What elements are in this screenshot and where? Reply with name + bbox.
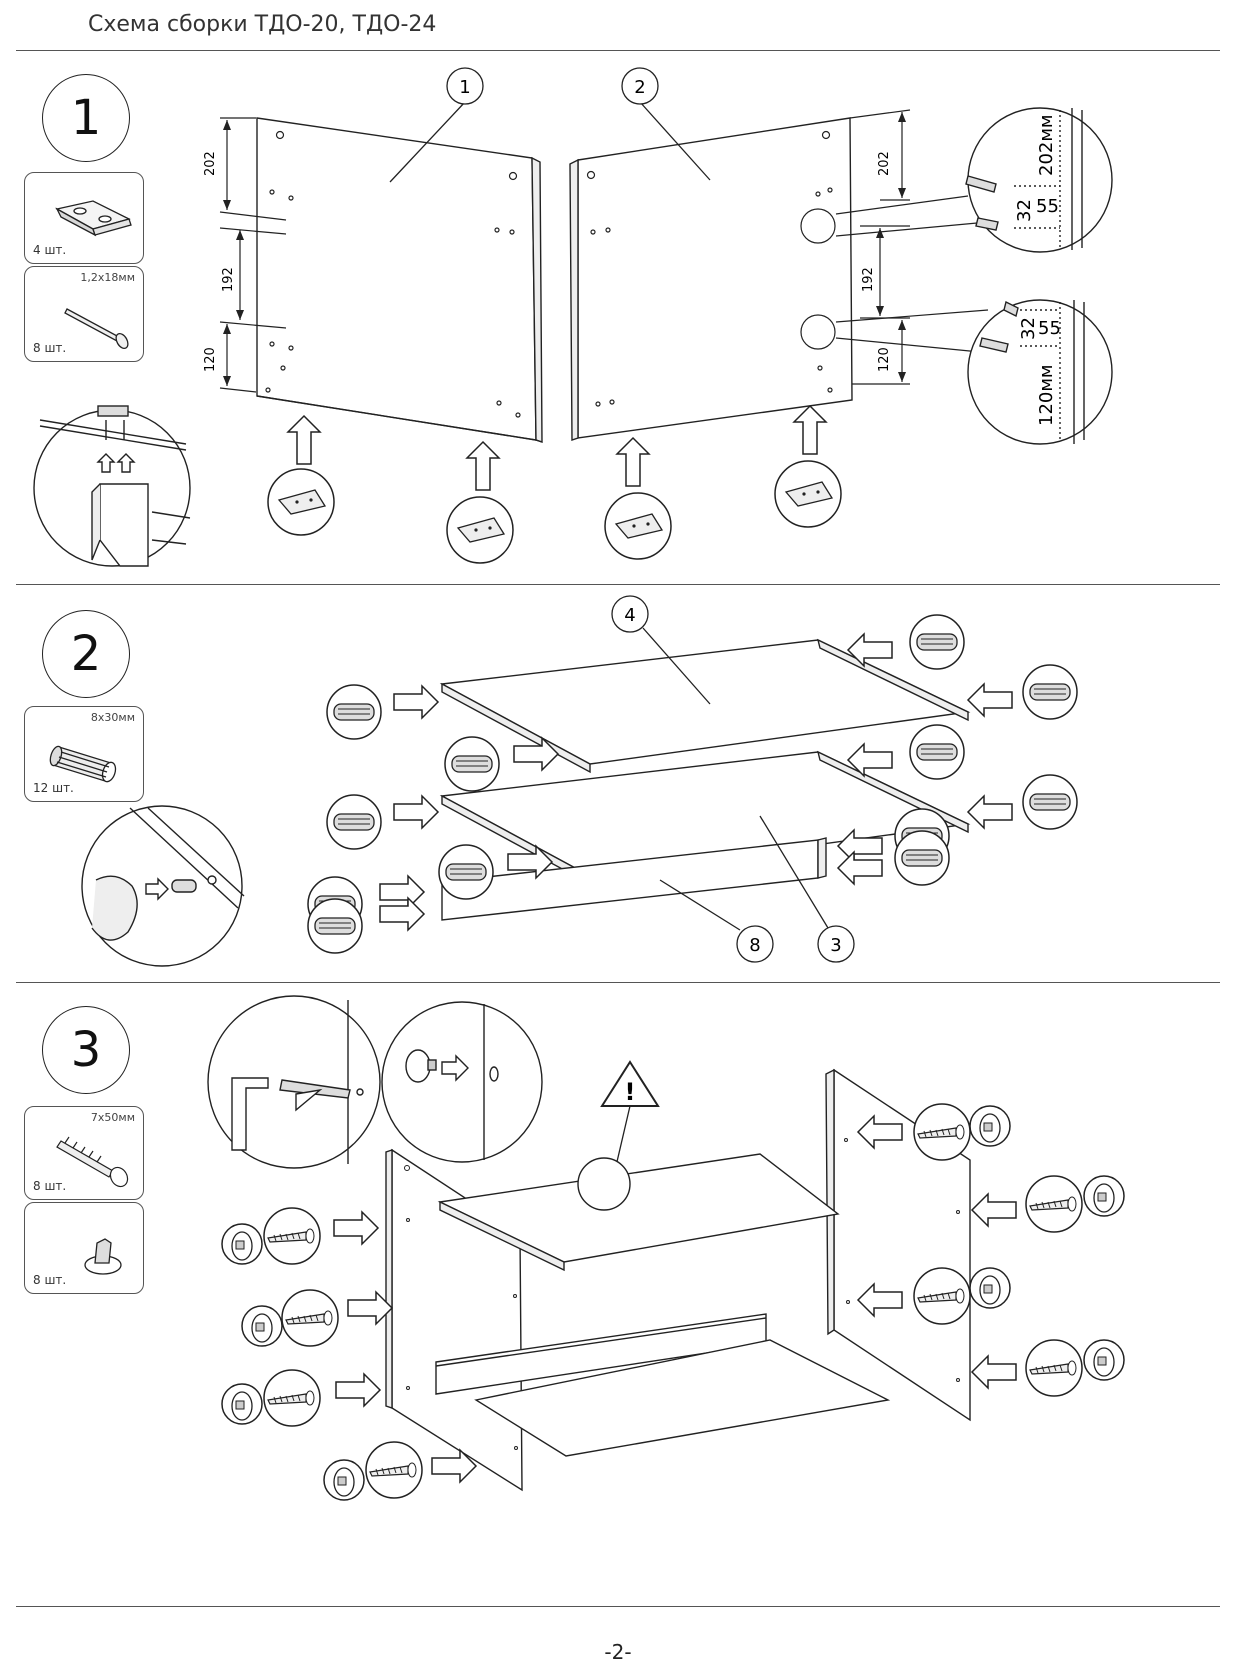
detail-upper-spacing: 32 xyxy=(1014,199,1035,222)
panel-label-2: 2 xyxy=(634,77,645,98)
bracket-icon xyxy=(55,200,132,237)
panel-label-3: 3 xyxy=(830,935,841,956)
panel-label-4: 4 xyxy=(624,605,635,626)
part-qty: 8 шт. xyxy=(33,1179,67,1193)
step-number-1: 1 xyxy=(42,74,130,162)
dim-right-mid: 192 xyxy=(861,267,876,292)
part-size: 8x30мм xyxy=(90,711,135,724)
warning-symbol: ! xyxy=(625,1078,636,1106)
dim-right-top: 202 xyxy=(877,151,892,176)
nail-icon xyxy=(64,308,129,350)
detail-lower-spacing: 32 xyxy=(1018,317,1039,340)
shelf-3 xyxy=(439,750,971,886)
hex-key-detail-circle xyxy=(207,995,381,1169)
detail-lower-offset: 55 xyxy=(1038,318,1061,339)
part-qty: 12 шт. xyxy=(33,781,74,795)
dim-left-top: 202 xyxy=(203,151,218,176)
dowel-detail-circle xyxy=(81,805,245,967)
leg-detail-circle xyxy=(33,405,191,567)
dim-left-bottom: 120 xyxy=(203,347,218,372)
part-size: 1,2x18мм xyxy=(80,271,135,284)
detail-circle-lower xyxy=(967,299,1113,445)
detail-circle-upper xyxy=(965,107,1113,253)
header-divider xyxy=(16,50,1220,51)
cap-detail-circle xyxy=(381,1001,543,1163)
detail-upper-offset: 55 xyxy=(1036,196,1059,217)
confirmat-screw-icon xyxy=(56,1136,129,1188)
part-card-nail: 1,2x18мм 8 шт. xyxy=(24,266,144,362)
rail-8 xyxy=(441,837,827,921)
part-card-bracket: 4 шт. xyxy=(24,172,144,264)
cabinet-shelf-top xyxy=(437,1153,840,1272)
side-panel-left xyxy=(256,117,543,443)
cabinet-shelf-bottom xyxy=(474,1339,891,1457)
part-qty: 8 шт. xyxy=(33,341,67,355)
dim-left-mid: 192 xyxy=(221,267,236,292)
part-qty: 4 шт. xyxy=(33,243,67,257)
footer-divider xyxy=(16,1606,1220,1607)
dim-right-bottom: 120 xyxy=(877,347,892,372)
part-card-cap: 8 шт. xyxy=(24,1202,144,1294)
step-divider-2 xyxy=(16,982,1220,983)
screw-cap-icon xyxy=(84,1238,122,1275)
warning-icon xyxy=(577,1060,660,1211)
part-size: 7x50мм xyxy=(90,1111,135,1124)
part-card-dowel: 8x30мм 12 шт. xyxy=(24,706,144,802)
dowel-icon xyxy=(49,745,117,783)
panel-label-8: 8 xyxy=(749,935,760,956)
part-qty: 8 шт. xyxy=(33,1273,67,1287)
part-card-confirmat: 7x50мм 8 шт. xyxy=(24,1106,144,1200)
page-title: Схема сборки ТДО-20, ТДО-24 xyxy=(88,12,437,37)
page-number: -2- xyxy=(604,1640,632,1664)
detail-upper-depth: 202мм xyxy=(1036,114,1057,176)
panel-label-1: 1 xyxy=(459,77,470,98)
step-number-2: 2 xyxy=(42,610,130,698)
step-divider-1 xyxy=(16,584,1220,585)
step-number-3: 3 xyxy=(42,1006,130,1094)
side-panel-right xyxy=(569,117,853,441)
detail-lower-depth: 120мм xyxy=(1036,364,1057,426)
